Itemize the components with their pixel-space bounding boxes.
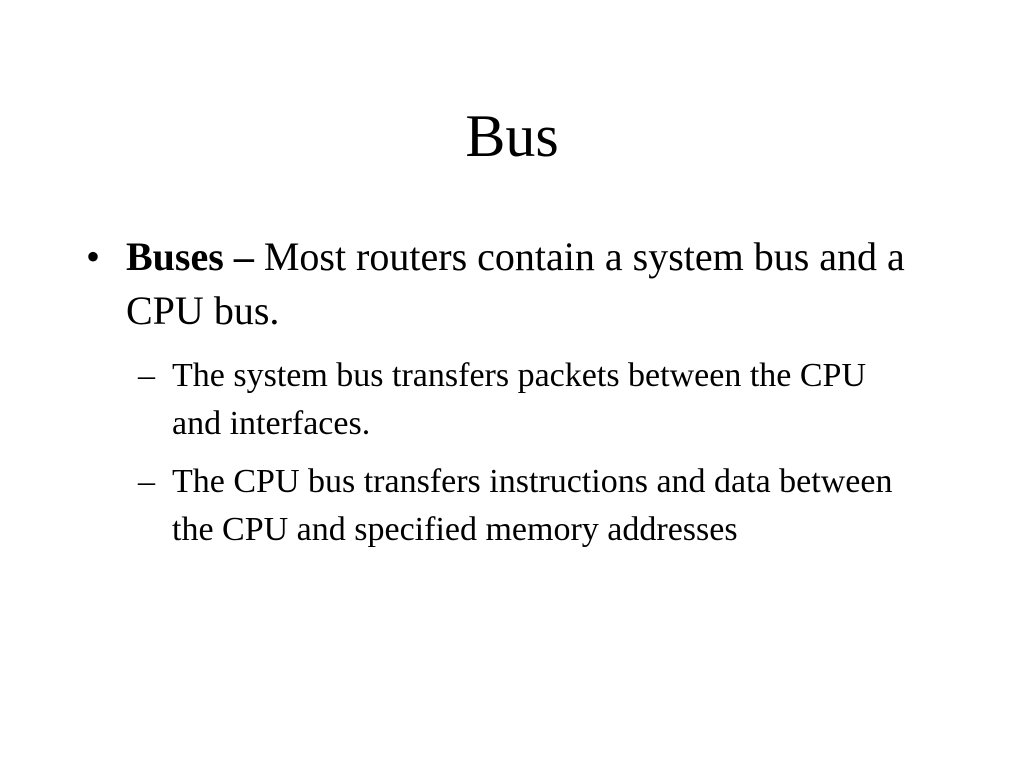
sub-bullet-item: – The CPU bus transfers instructions and…	[0, 458, 902, 554]
sub-bullet-marker: –	[138, 463, 155, 500]
sub-bullet-list: – The system bus transfers packets betwe…	[0, 352, 1024, 554]
bullet-text: Most routers contain a system bus and a …	[126, 234, 905, 333]
slide-title: Bus	[465, 103, 559, 169]
sub-bullet-marker: –	[138, 357, 155, 394]
sub-bullet-text: The CPU bus transfers instructions and d…	[172, 463, 893, 548]
bullet-item: • Buses – Most routers contain a system …	[0, 230, 916, 338]
slide-content: • Buses – Most routers contain a system …	[0, 230, 1024, 564]
sub-bullet-text: The system bus transfers packets between…	[172, 357, 866, 442]
sub-bullet-item: – The system bus transfers packets betwe…	[0, 352, 902, 448]
bullet-lead-term: Buses –	[126, 234, 254, 279]
bullet-marker: •	[86, 234, 101, 279]
